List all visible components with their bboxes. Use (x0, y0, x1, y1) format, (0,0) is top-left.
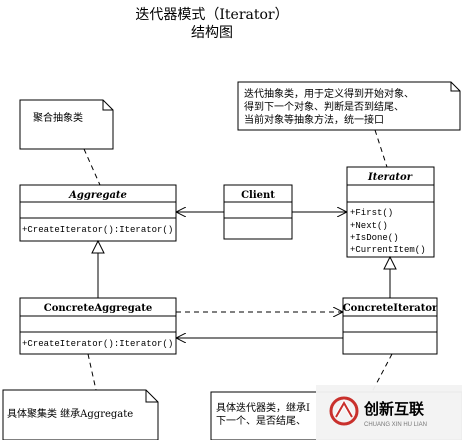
iterator-inheritance (383, 255, 397, 298)
watermark-brand: 创新互联 (363, 400, 425, 418)
client-class: Client (223, 184, 293, 240)
watermark: 创新互联 CHUANG XIN HU LIAN (316, 385, 462, 440)
concrete-aggregate-class-name: ConcreteAggregate (44, 303, 152, 314)
svg-text:迭代抽象类，用于定义得到开始对象、: 迭代抽象类，用于定义得到开始对象、 (244, 87, 414, 100)
iterator-method: +IsDone() (350, 233, 399, 243)
watermark-sub: CHUANG XIN HU LIAN (364, 422, 427, 428)
aggregate-note: 聚合抽象类 (19, 99, 114, 150)
iterator-class: Iterator +First() +Next() +IsDone() +Cur… (346, 166, 435, 258)
svg-text:当前对象等抽象方法，统一接口: 当前对象等抽象方法，统一接口 (244, 113, 384, 126)
iterator-method: +First() (350, 208, 393, 218)
aggregate-note-link (83, 148, 101, 186)
aggregate-method: +CreateIterator():Iterator() (22, 225, 173, 235)
concrete-iterator-note-link (371, 353, 393, 393)
watermark-logo-icon (329, 396, 359, 426)
iterator-note-link (374, 129, 388, 168)
svg-text:得到下一个对象、判断是否到结尾、: 得到下一个对象、判断是否到结尾、 (244, 100, 404, 113)
concrete-aggregate-method: +CreateIterator():Iterator() (22, 339, 173, 349)
concrete-iterator-class-name: ConcreteIterator (343, 303, 438, 314)
diagram-title: 迭代器模式（Iterator） (135, 7, 288, 23)
aggregate-class: Aggregate +CreateIterator():Iterator() (19, 184, 177, 242)
svg-text:具体迭代器类，继承I: 具体迭代器类，继承I (216, 401, 310, 414)
iterator-class-name: Iterator (367, 172, 413, 183)
client-class-name: Client (241, 190, 275, 201)
aggregate-inheritance (91, 239, 105, 298)
svg-text:具体聚集类 继承Aggregate: 具体聚集类 继承Aggregate (7, 407, 133, 420)
iterator-method: +Next() (350, 221, 388, 231)
concrete-aggregate-note-link (87, 353, 97, 391)
concrete-aggregate-note: 具体聚集类 继承Aggregate (2, 389, 159, 440)
iterator-note: 迭代抽象类，用于定义得到开始对象、 得到下一个对象、判断是否到结尾、 当前对象等… (237, 81, 461, 131)
iterator-method: +CurrentItem() (350, 245, 426, 255)
aggregate-class-name: Aggregate (68, 190, 127, 201)
concrete-aggregate-class: ConcreteAggregate +CreateIterator():Iter… (19, 297, 177, 355)
diagram-subtitle: 结构图 (191, 25, 233, 41)
concrete-iterator-class: ConcreteIterator (342, 297, 438, 355)
svg-text:下一个、是否结尾、: 下一个、是否结尾、 (216, 414, 306, 427)
svg-text:聚合抽象类: 聚合抽象类 (33, 111, 83, 124)
